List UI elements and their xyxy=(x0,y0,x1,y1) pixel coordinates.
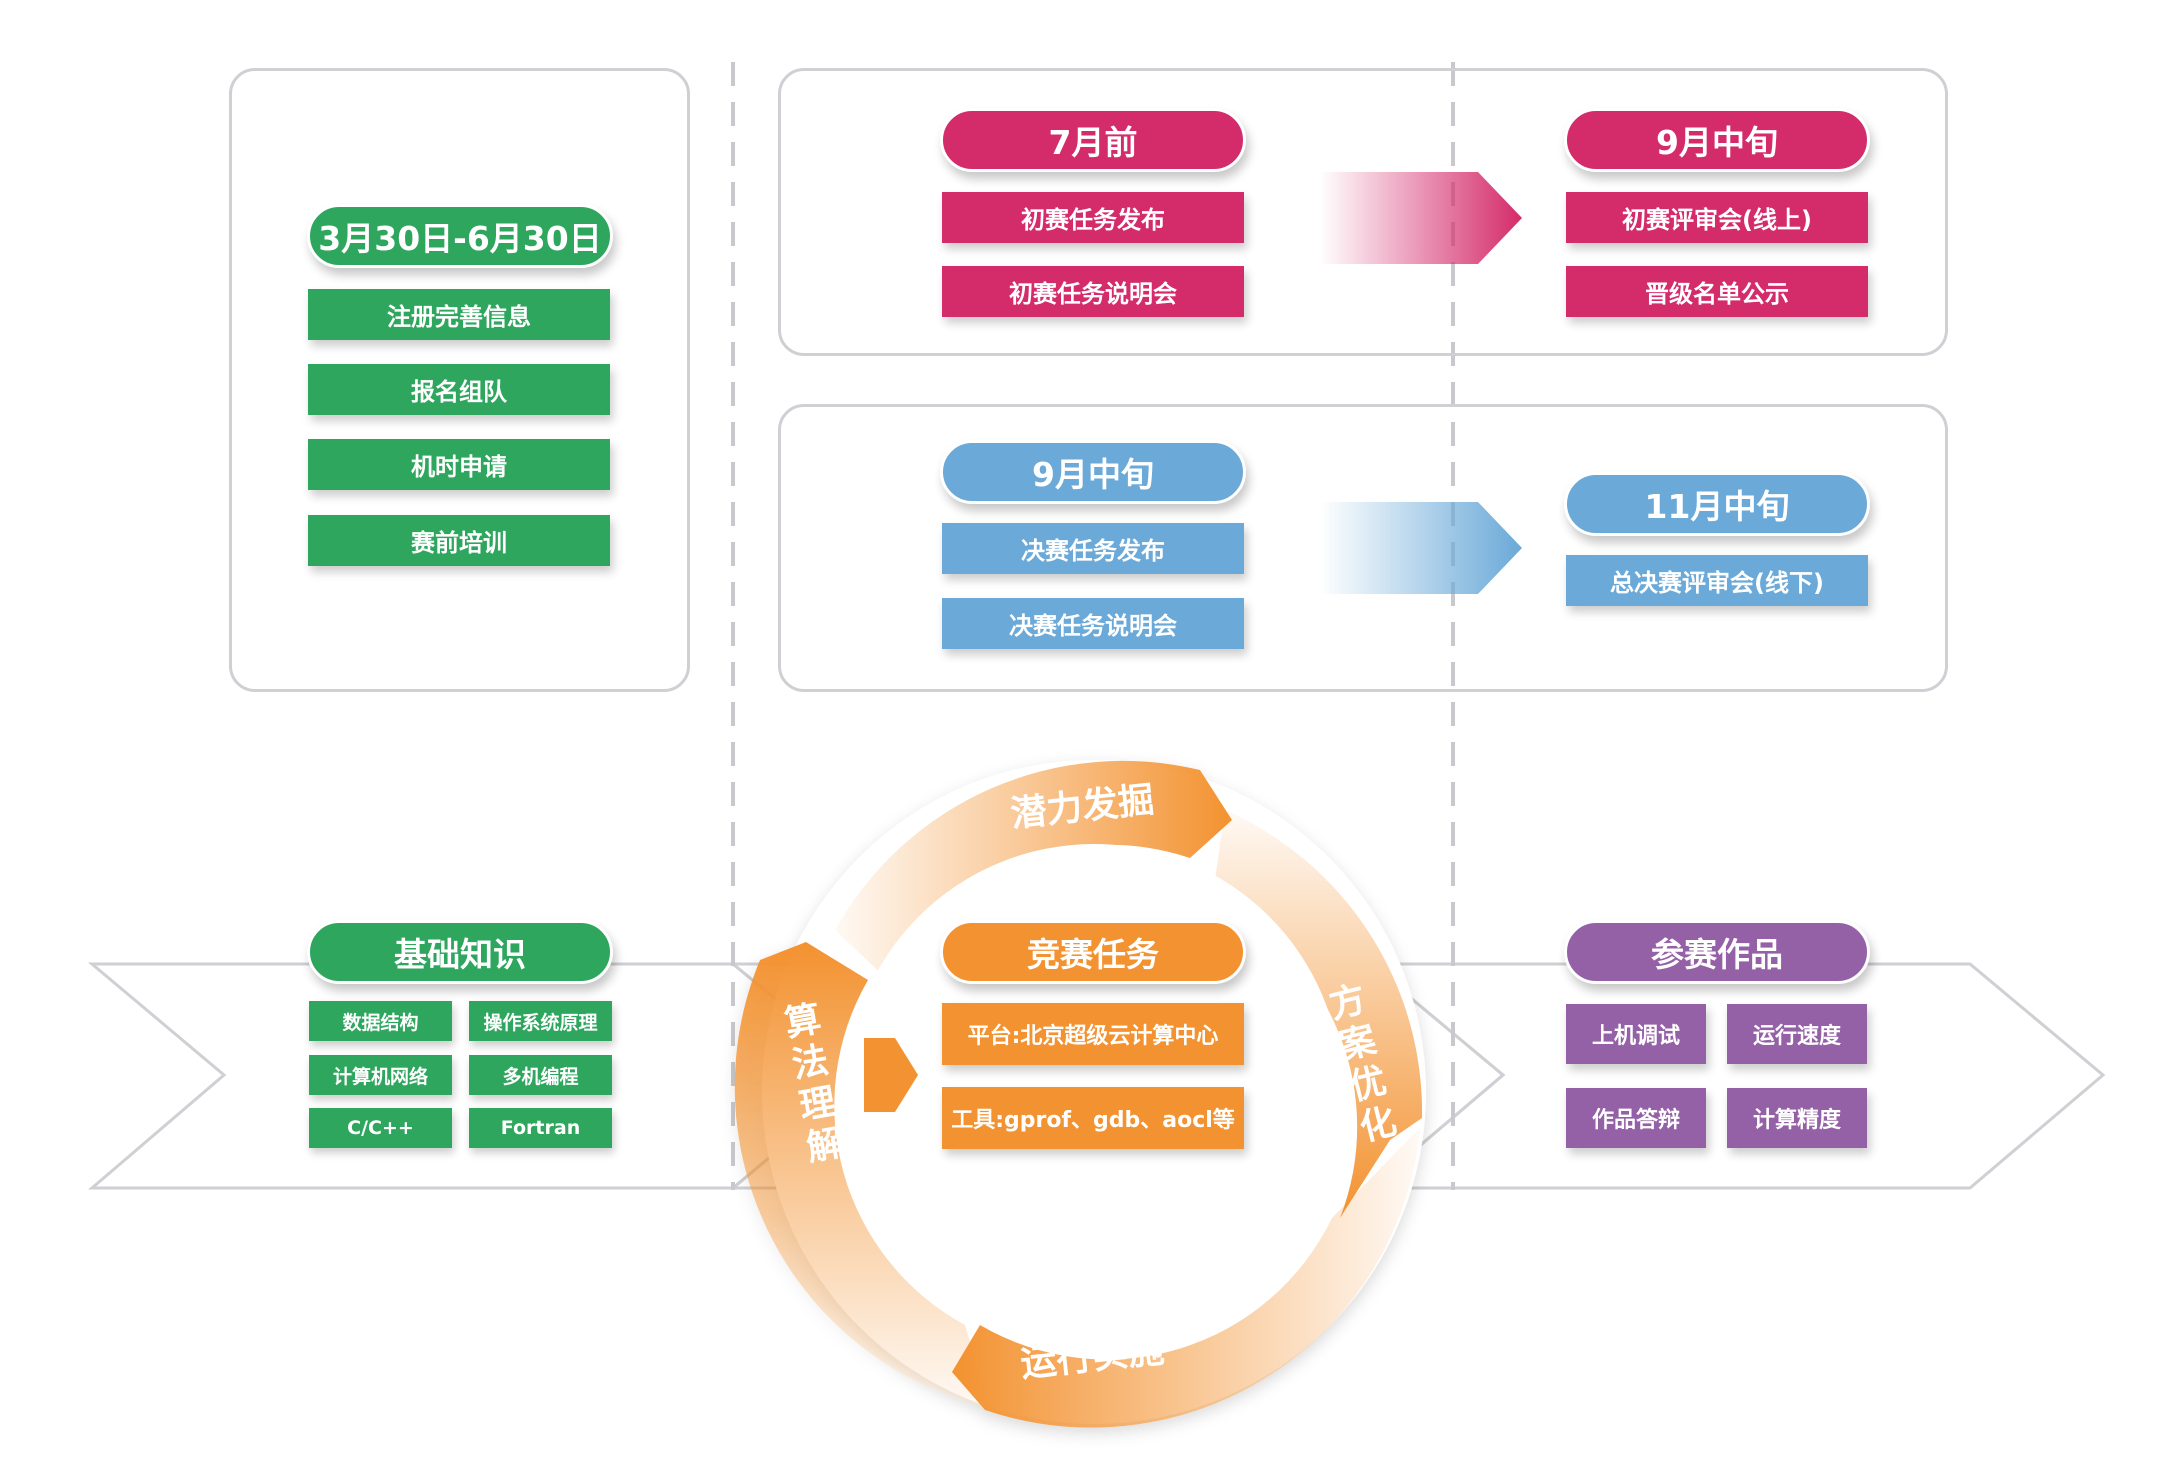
works-item: 运行速度 xyxy=(1727,1004,1867,1064)
final-left-date: 9月中旬 xyxy=(940,440,1246,504)
registration-item: 报名组队 xyxy=(308,364,610,415)
final-left-item: 决赛任务说明会 xyxy=(942,598,1244,649)
basics-item: 多机编程 xyxy=(469,1055,612,1095)
task-item: 平台:北京超级云计算中心 xyxy=(942,1003,1244,1065)
basics-title: 基础知识 xyxy=(307,920,613,984)
arrow-preliminary xyxy=(1320,172,1522,264)
pointer-arrow xyxy=(864,1038,918,1112)
preliminary-panel xyxy=(778,68,1948,356)
preliminary-left-item: 初赛任务发布 xyxy=(942,192,1244,243)
final-right-item: 总决赛评审会(线下) xyxy=(1566,555,1868,606)
basics-item: C/C++ xyxy=(309,1108,452,1148)
preliminary-left-item: 初赛任务说明会 xyxy=(942,266,1244,317)
preliminary-left-date: 7月前 xyxy=(940,108,1246,172)
ring-bottom-arc xyxy=(952,1128,1420,1428)
basics-item: 操作系统原理 xyxy=(469,1001,612,1041)
final-panel xyxy=(778,404,1948,692)
preliminary-right-item: 晋级名单公示 xyxy=(1566,266,1868,317)
registration-item: 注册完善信息 xyxy=(308,289,610,340)
registration-item: 赛前培训 xyxy=(308,515,610,566)
works-title: 参赛作品 xyxy=(1564,920,1870,984)
chevron-right xyxy=(1365,962,2106,1190)
final-left-item: 决赛任务发布 xyxy=(942,523,1244,574)
final-right-date: 11月中旬 xyxy=(1564,472,1870,536)
works-item: 作品答辩 xyxy=(1566,1088,1706,1148)
basics-item: 计算机网络 xyxy=(309,1055,452,1095)
basics-item: 数据结构 xyxy=(309,1001,452,1041)
works-item: 上机调试 xyxy=(1566,1004,1706,1064)
arrow-final xyxy=(1320,502,1522,594)
preliminary-right-date: 9月中旬 xyxy=(1564,108,1870,172)
registration-item: 机时申请 xyxy=(308,439,610,490)
ring-left-arc xyxy=(734,942,990,1408)
task-title: 竞赛任务 xyxy=(940,920,1246,984)
registration-date: 3月30日-6月30日 xyxy=(307,204,613,268)
preliminary-right-item: 初赛评审会(线上) xyxy=(1566,192,1868,243)
task-item: 工具:gprof、gdb、aocl等 xyxy=(942,1087,1244,1149)
basics-item: Fortran xyxy=(469,1108,612,1148)
works-item: 计算精度 xyxy=(1727,1088,1867,1148)
registration-panel xyxy=(229,68,690,692)
ring-top-arc xyxy=(835,760,1232,980)
